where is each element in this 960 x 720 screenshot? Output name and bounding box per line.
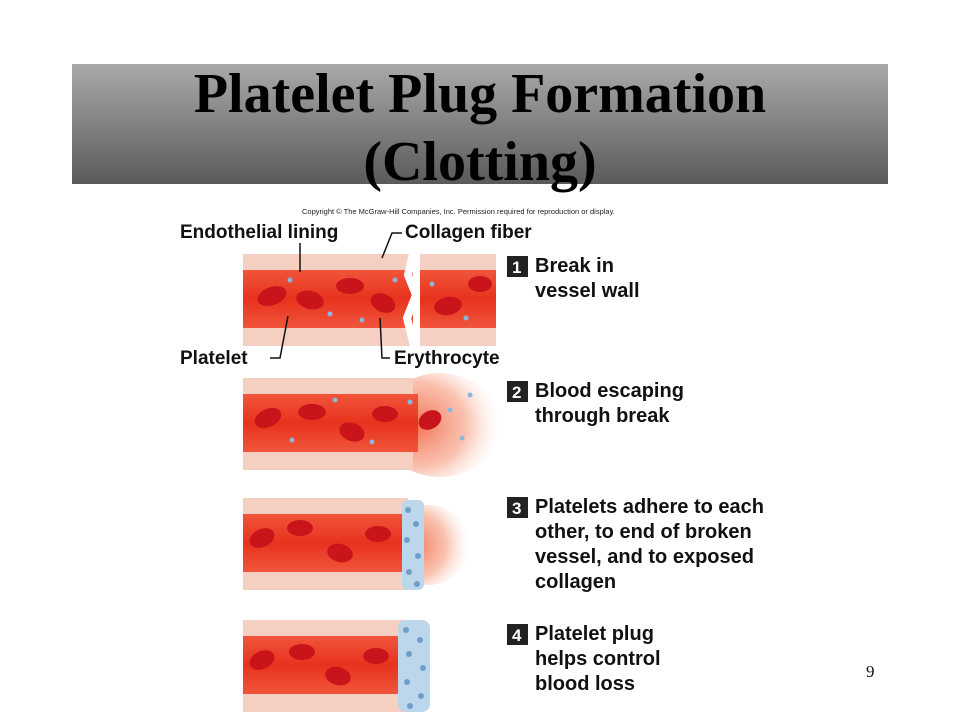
svg-text:4: 4 xyxy=(512,626,522,645)
svg-text:3: 3 xyxy=(512,499,521,518)
label-erythrocyte: Erythrocyte xyxy=(394,348,500,369)
erythrocytes-1 xyxy=(257,276,492,316)
title-bar xyxy=(72,64,888,184)
step-number-4: 4 xyxy=(507,624,528,645)
wall-break xyxy=(402,253,421,347)
label-collagen-fiber: Collagen fiber xyxy=(405,222,532,243)
step-number-2: 2 xyxy=(507,381,528,402)
step-2-text: Blood escaping through break xyxy=(535,380,684,427)
platelet-aggregate xyxy=(402,500,424,590)
svg-text:2: 2 xyxy=(512,383,521,402)
label-endothelial-lining: Endothelial lining xyxy=(180,222,338,243)
title-line-1: Platelet Plug Formation xyxy=(193,63,767,125)
erythrocytes-2 xyxy=(254,404,442,442)
page-title: Platelet Plug Formation (Clotting) xyxy=(0,60,960,196)
title-line-2: (Clotting) xyxy=(363,131,597,193)
vessel-step-1 xyxy=(243,232,496,359)
platelet-plug xyxy=(398,620,430,712)
vessel-step-4 xyxy=(243,620,430,712)
erythrocytes-4 xyxy=(249,644,389,686)
vessel-step-3 xyxy=(243,498,470,590)
step-3-text: Platelets adhere to each other, to end o… xyxy=(535,496,764,593)
step-number-3: 3 xyxy=(507,497,528,518)
step-4-text: Platelet plug helps control blood loss xyxy=(535,623,661,695)
step-1-text: Break in vessel wall xyxy=(535,255,640,302)
svg-text:1: 1 xyxy=(512,258,521,277)
step-number-1: 1 xyxy=(507,256,528,277)
page-number: 9 xyxy=(866,662,875,681)
copyright-notice: Copyright © The McGraw-Hill Companies, I… xyxy=(302,207,615,216)
erythrocytes-3 xyxy=(249,520,391,563)
platelets-2 xyxy=(289,392,473,445)
platelets-1 xyxy=(287,277,469,323)
vessel-step-2 xyxy=(243,373,500,477)
label-platelet: Platelet xyxy=(180,348,248,369)
